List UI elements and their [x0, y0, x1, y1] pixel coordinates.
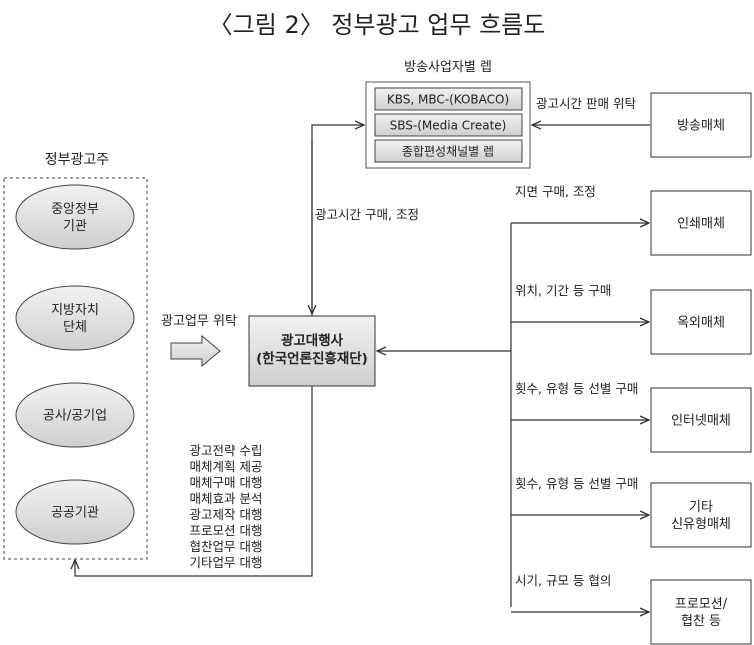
commission-arrow: [170, 334, 221, 368]
media-label: 방송매체: [677, 119, 725, 134]
media-box: [650, 579, 752, 645]
agency-label: 광고대행사(한국언론진흥재단): [256, 332, 368, 367]
service-item: 협찬업무 대행: [190, 539, 263, 554]
broadcasters-group-box: [365, 81, 531, 169]
media-box: [650, 190, 752, 256]
media-box: [650, 387, 752, 453]
service-item: 프로모션 대행: [190, 523, 263, 538]
media-edge-label: 횟수, 유형 등 선별 구매: [515, 381, 638, 396]
service-item: 매체계획 제공: [190, 459, 263, 474]
media-box: [650, 92, 752, 158]
service-item: 매체구매 대행: [190, 475, 263, 490]
service-item: 기타업무 대행: [190, 555, 263, 570]
broadcast-sale-label: 광고시간 판매 위탁: [536, 96, 636, 111]
media-edge-label: 시기, 규모 등 협의: [515, 573, 611, 588]
media-edge-label: 지면 구매, 조정: [515, 184, 596, 199]
media-edge-label: 횟수, 유형 등 선별 구매: [515, 476, 638, 491]
return-arrow: [75, 386, 313, 577]
media-label: 인쇄매체: [677, 217, 725, 232]
advertiser-ellipse: [15, 479, 135, 545]
service-item: 광고전략 수립: [190, 443, 263, 458]
airtime-purchase-label: 광고시간 구매, 조정: [315, 207, 419, 222]
media-box: [650, 482, 752, 548]
figure-title: 〈그림 2〉 정부광고 업무 흐름도: [209, 11, 546, 39]
service-item: 매체효과 분석: [190, 491, 263, 506]
media-label: 인터넷매체: [671, 414, 731, 429]
media-edge-label: 위치, 기간 등 구매: [515, 283, 611, 298]
service-item: 광고제작 대행: [190, 507, 263, 522]
advertiser-label: 공공기관: [51, 506, 99, 521]
broadcaster-rep-box: [374, 139, 523, 163]
advertiser-ellipse: [15, 184, 135, 250]
broadcaster-rep-label: SBS-(Media Create): [390, 118, 507, 132]
advertiser-label: 공사/공기업: [43, 409, 107, 424]
advertiser-ellipse: [15, 382, 135, 448]
broadcasters-heading: 방송사업자별 렙: [404, 60, 492, 75]
broadcaster-rep-label: 종합편성채널별 렙: [402, 144, 494, 158]
broadcaster-rep-box: [374, 87, 523, 111]
media-box: [650, 289, 752, 355]
advertisers-heading: 정부광고주: [45, 152, 110, 168]
broadcaster-rep-label: KBS, MBC-(KOBACO): [387, 92, 509, 106]
broadcaster-rep-box: [374, 113, 523, 137]
advertiser-ellipse: [15, 285, 135, 351]
media-label: 프로모션/협찬 등: [675, 597, 728, 629]
media-label: 옥외매체: [677, 316, 725, 331]
commission-label: 광고업무 위탁: [161, 314, 237, 329]
